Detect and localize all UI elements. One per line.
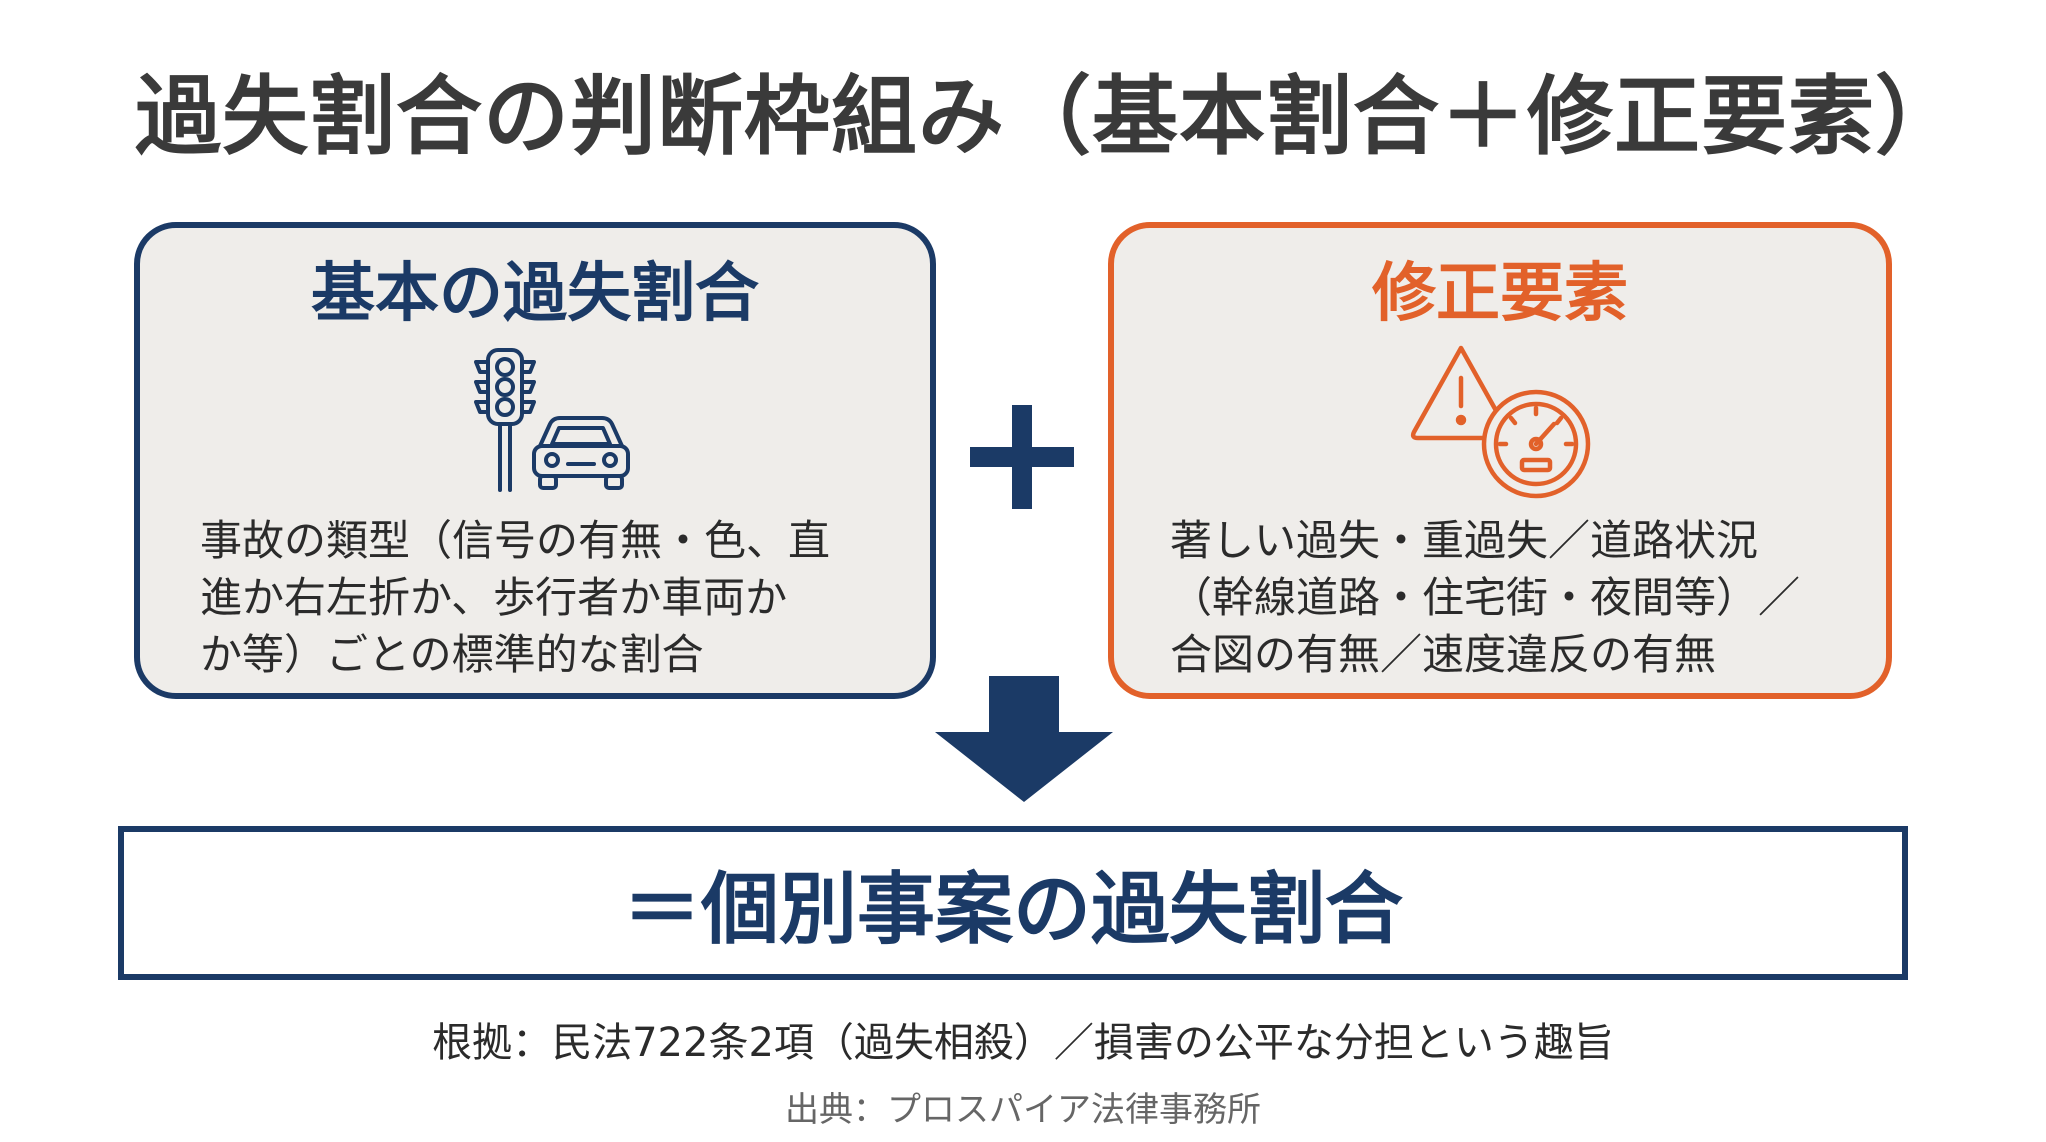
basic-ratio-line: 進か右左折か、歩行者か車両か [200, 573, 788, 622]
warning-and-speedometer-icon [1406, 340, 1596, 500]
modification-factors-heading: 修正要素 [1372, 257, 1628, 331]
down-arrow-icon [935, 676, 1113, 802]
basic-ratio-description: 事故の類型（信号の有無・色、直 進か右左折か、歩行者か車両か か等）ごとの標準的… [200, 512, 900, 683]
source-credit: 出典：プロスパイア法律事務所 [785, 1090, 1261, 1130]
modification-factors-description: 著しい過失・重過失／道路状況 （幹線道路・住宅街・夜間等）／ 合図の有無／速度違… [1170, 512, 1860, 683]
modification-factors-line: 著しい過失・重過失／道路状況 [1170, 516, 1759, 565]
traffic-light-and-car-icon [460, 346, 640, 496]
result-text: ＝個別事案の過失割合 [622, 865, 1403, 955]
basic-ratio-line: か等）ごとの標準的な割合 [200, 630, 704, 679]
page-title: 過失割合の判断枠組み（基本割合＋修正要素） [135, 67, 1962, 167]
plus-icon [970, 405, 1074, 509]
modification-factors-line: （幹線道路・住宅街・夜間等）／ [1170, 573, 1801, 622]
modification-factors-box: 修正要素 著しい過失・重過失／道路状況 （幹線道 [1108, 222, 1892, 699]
legal-basis-note: 根拠：民法722条2項（過失相殺）／損害の公平な分担という趣旨 [432, 1020, 1614, 1066]
basic-ratio-box: 基本の過失割合 [134, 222, 936, 699]
modification-factors-line: 合図の有無／速度違反の有無 [1170, 630, 1717, 679]
basic-ratio-line: 事故の類型（信号の有無・色、直 [200, 516, 831, 565]
result-box: ＝個別事案の過失割合 [118, 826, 1908, 980]
basic-ratio-heading: 基本の過失割合 [311, 257, 759, 331]
